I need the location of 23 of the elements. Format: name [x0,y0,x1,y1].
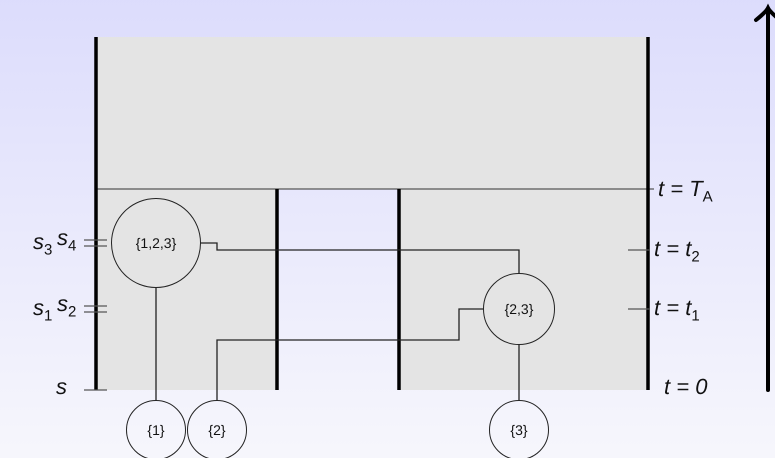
connector-line [216,308,483,400]
time-label: t = 0 [664,376,708,398]
time-label: s$_{3}$ [33,231,52,258]
time-label: s$_{2}$ [57,293,76,320]
set-circle [489,400,549,458]
set-label: {2,3} [504,301,534,317]
set-label: {3} [510,422,528,438]
time-label: s$_{1}$ [33,297,52,324]
set-label: {1,2,3} [136,235,176,251]
set-circle [483,273,555,345]
set-circle [187,400,247,458]
time-label: t = T$_{A}$ [658,178,713,204]
connector-line [155,288,157,400]
time-label: s$_{4}$ [57,227,76,254]
time-label: t = t$_{1}$ [654,297,700,324]
set-circle [126,400,186,458]
time-label: t = t$_{2}$ [654,238,700,264]
set-circle [111,198,201,288]
set-label: {2} [208,422,226,438]
connector-line [201,242,520,273]
connector-line [518,345,520,400]
time-label: s [56,376,67,398]
set-label: {1} [147,422,165,438]
